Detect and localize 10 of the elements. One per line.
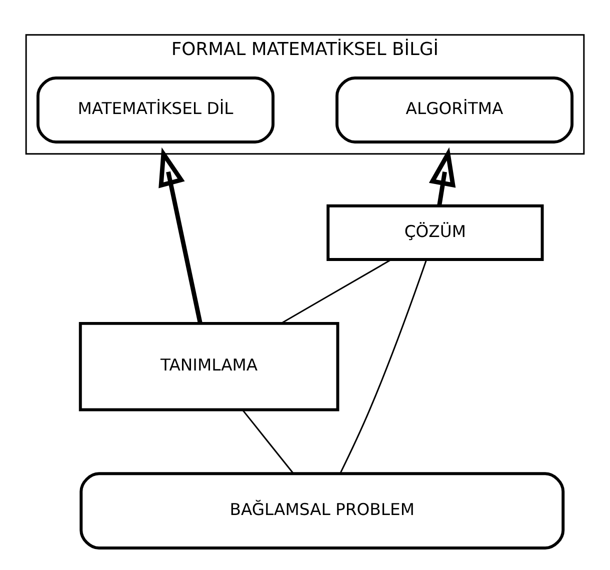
node-box: MATEMATİKSEL DİL — [36, 76, 274, 143]
connector — [242, 409, 294, 474]
node-box: ÇÖZÜM — [326, 204, 544, 260]
connector — [280, 258, 392, 324]
node-box: BAĞLAMSAL PROBLEM — [80, 472, 565, 550]
node-box: ALGORİTMA — [336, 76, 574, 143]
connector — [340, 259, 428, 474]
arrow — [428, 146, 456, 206]
arrow — [158, 146, 202, 323]
node-box: TANIMLAMA — [78, 321, 340, 411]
